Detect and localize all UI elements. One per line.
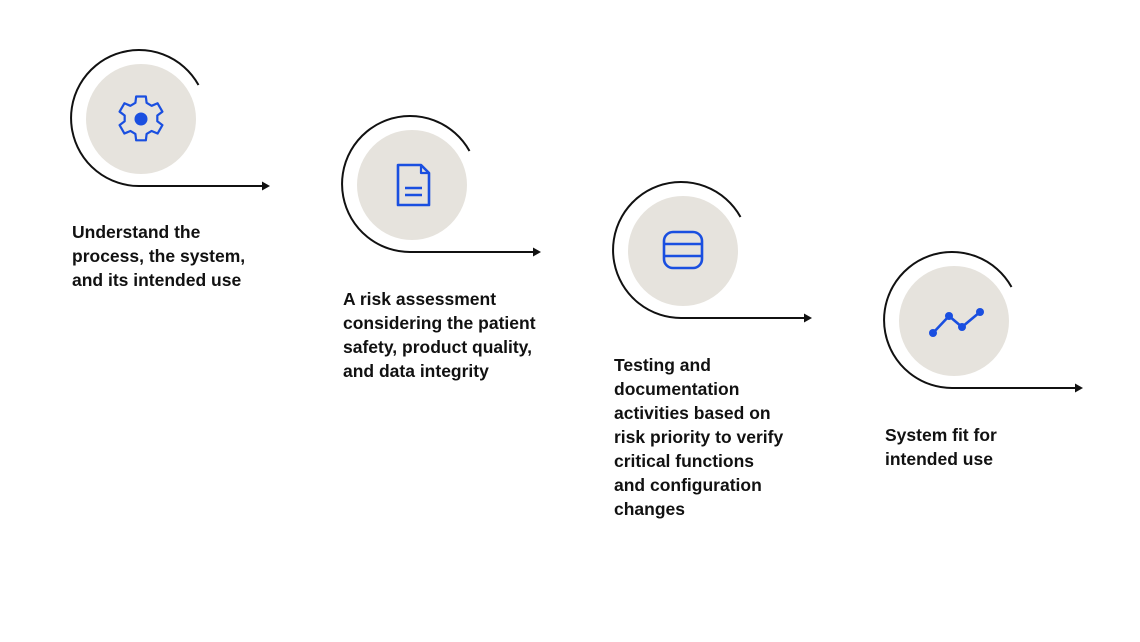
arrow-head <box>1075 383 1083 393</box>
step-label: Testing and documentation activities bas… <box>614 355 784 519</box>
gear-icon <box>118 95 164 142</box>
arrow-head <box>533 247 541 257</box>
database-icon <box>662 230 704 270</box>
icon-circle <box>628 196 738 306</box>
step-ring <box>883 251 1083 393</box>
flow-arrow-line <box>883 251 1081 390</box>
step-ring <box>341 115 541 257</box>
arrow-head <box>804 313 812 323</box>
step-label: A risk assessment considering the patien… <box>343 289 536 381</box>
icon-circle <box>357 130 467 240</box>
arrow-head <box>262 181 270 191</box>
document-icon <box>396 163 431 207</box>
step-ring <box>70 49 270 191</box>
step-ring <box>612 181 812 323</box>
step-label: System fit for intended use <box>885 425 997 469</box>
step-label: Understand the process, the system, and … <box>72 222 246 290</box>
flow-arrow-line <box>341 115 539 254</box>
flow-arrow-line <box>70 49 268 188</box>
line-chart-icon <box>929 308 984 337</box>
flow-arrow-line <box>612 181 810 320</box>
